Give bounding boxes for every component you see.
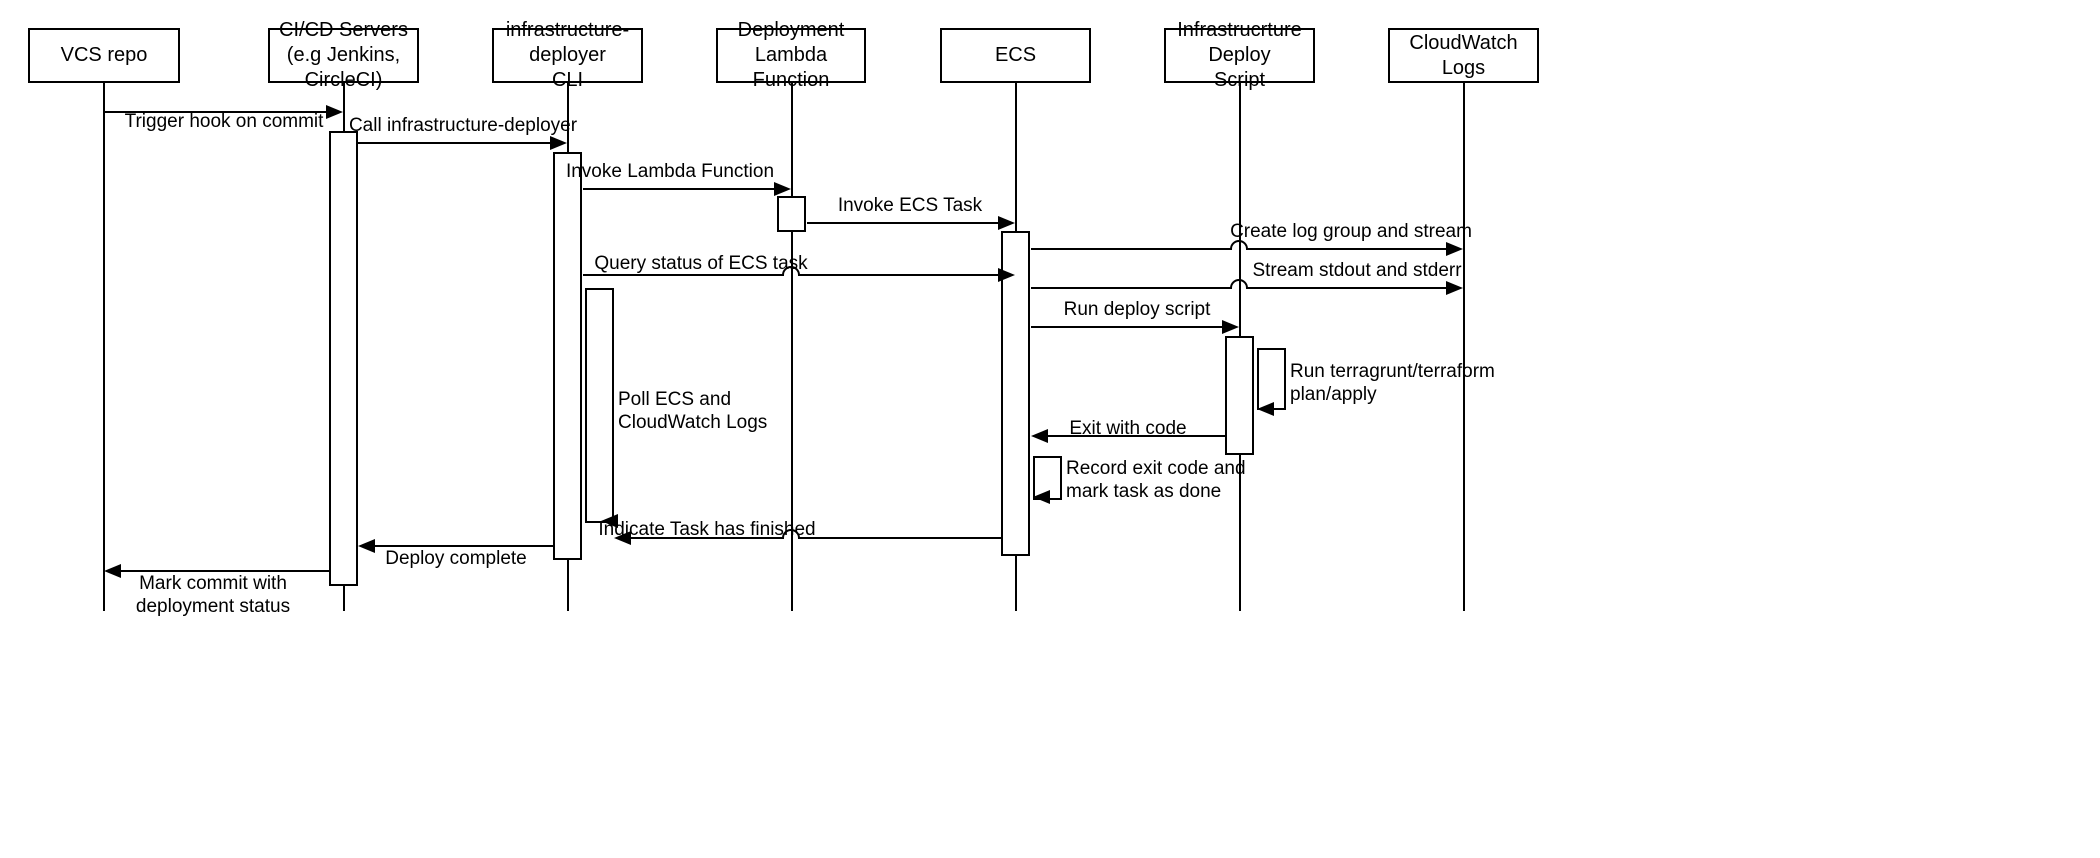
activation-ecs-record — [1033, 456, 1062, 500]
lifeline-vcs — [103, 83, 105, 611]
participant-label-lambda: Deployment Lambda Function — [737, 19, 845, 91]
msg-label-stream-stdout-and-stderr: Stream stdout and stderr — [1252, 260, 1462, 281]
participant-box-lambda[interactable]: Deployment Lambda Function — [716, 19, 866, 91]
participant-box-script[interactable]: Infrastrucrture Deploy Script — [1164, 19, 1315, 91]
msg-label-trigger-hook-on-commit: Trigger hook on commit — [124, 111, 324, 132]
msg-label-run-terragrunt-terraform: Run terragrunt/terraform plan/apply — [1290, 361, 1495, 406]
activation-ecs-main — [1001, 231, 1030, 556]
lifeline-lambda — [791, 83, 793, 611]
participant-box-cicd[interactable]: CI/CD Servers (e.g Jenkins, CircleCI) — [268, 19, 419, 91]
participant-label-ecs: ECS — [994, 44, 1037, 66]
participant-box-cli[interactable]: infrastructure-deployer CLI — [492, 19, 643, 91]
activation-cicd-main — [329, 131, 358, 586]
participant-label-vcs: VCS repo — [60, 44, 148, 66]
activation-lambda-main — [777, 196, 806, 232]
participant-label-script: Infrastrucrture Deploy Script — [1177, 19, 1302, 91]
activation-cli-poll — [585, 288, 614, 523]
participant-label-cwlogs: CloudWatch Logs — [1409, 31, 1518, 79]
participant-box-vcs[interactable]: VCS repo — [28, 28, 180, 83]
msg-label-deploy-complete: Deploy complete — [385, 548, 527, 569]
msg-label-query-status-of-ecs-task: Query status of ECS task — [594, 253, 808, 274]
msg-label-indicate-task-has-finished: Indicate Task has finished — [598, 519, 816, 540]
msg-label-invoke-ecs-task: Invoke ECS Task — [837, 195, 983, 216]
msg-label-exit-with-code: Exit with code — [1069, 418, 1187, 439]
activation-cli-main — [553, 152, 582, 560]
participant-box-ecs[interactable]: ECS — [940, 28, 1091, 83]
msg-label-mark-commit-with-deployment-status: Mark commit with deployment status — [135, 573, 291, 618]
participant-box-cwlogs[interactable]: CloudWatch Logs — [1388, 28, 1539, 83]
msg-label-create-log-group-and-stream: Create log group and stream — [1230, 221, 1472, 242]
msg-label-run-deploy-script: Run deploy script — [1063, 299, 1211, 320]
msg-label-invoke-lambda-function: Invoke Lambda Function — [565, 161, 775, 182]
msg-label-record-exit-code: Record exit code and mark task as done — [1066, 458, 1246, 503]
participant-label-cicd: CI/CD Servers (e.g Jenkins, CircleCI) — [279, 19, 408, 91]
msg-label-call-infrastructure-deployer: Call infrastructure-deployer — [348, 115, 578, 136]
lifeline-cwlogs — [1463, 83, 1465, 611]
activation-script-main — [1225, 336, 1254, 455]
msg-label-poll-ecs-and-cloudwatch-logs: Poll ECS and CloudWatch Logs — [618, 389, 768, 434]
participant-label-cli: infrastructure-deployer CLI — [505, 19, 630, 91]
